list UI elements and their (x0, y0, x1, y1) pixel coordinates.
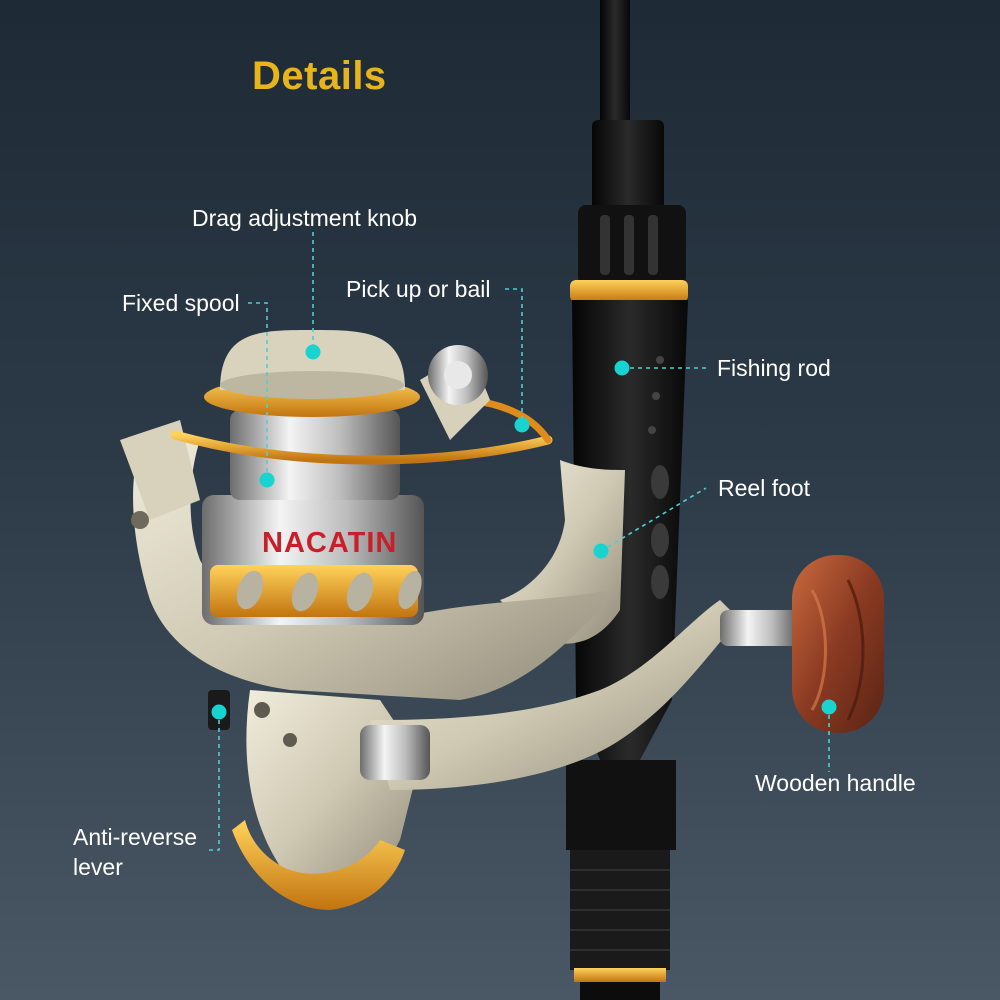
callout-dots (211, 344, 837, 720)
label-fishing-rod: Fishing rod (717, 355, 831, 381)
dot-anti-reverse-lever (211, 704, 227, 720)
dot-fixed-spool (259, 472, 275, 488)
page-title: Details (252, 54, 387, 98)
handle-graphic (360, 555, 884, 790)
label-drag-adjustment-knob: Drag adjustment knob (192, 205, 418, 231)
label-wooden-handle: Wooden handle (755, 770, 916, 796)
label-anti-reverse-lever: Anti-reverse lever (73, 824, 197, 880)
dot-drag-adjustment-knob (305, 344, 321, 360)
leader-lines (206, 232, 830, 851)
dot-pick-up-or-bail (514, 417, 530, 433)
fixed-spool-graphic (202, 330, 424, 625)
fishing-rod-graphic (566, 0, 688, 1000)
brand-logo: NACATIN (262, 527, 398, 559)
label-fixed-spool: Fixed spool (122, 290, 240, 316)
label-pick-up-or-bail: Pick up or bail (346, 276, 491, 302)
bail-graphic (170, 345, 553, 465)
dot-fishing-rod (614, 360, 630, 376)
dot-wooden-handle (821, 699, 837, 715)
label-reel-foot: Reel foot (718, 475, 811, 501)
dot-reel-foot (593, 543, 609, 559)
